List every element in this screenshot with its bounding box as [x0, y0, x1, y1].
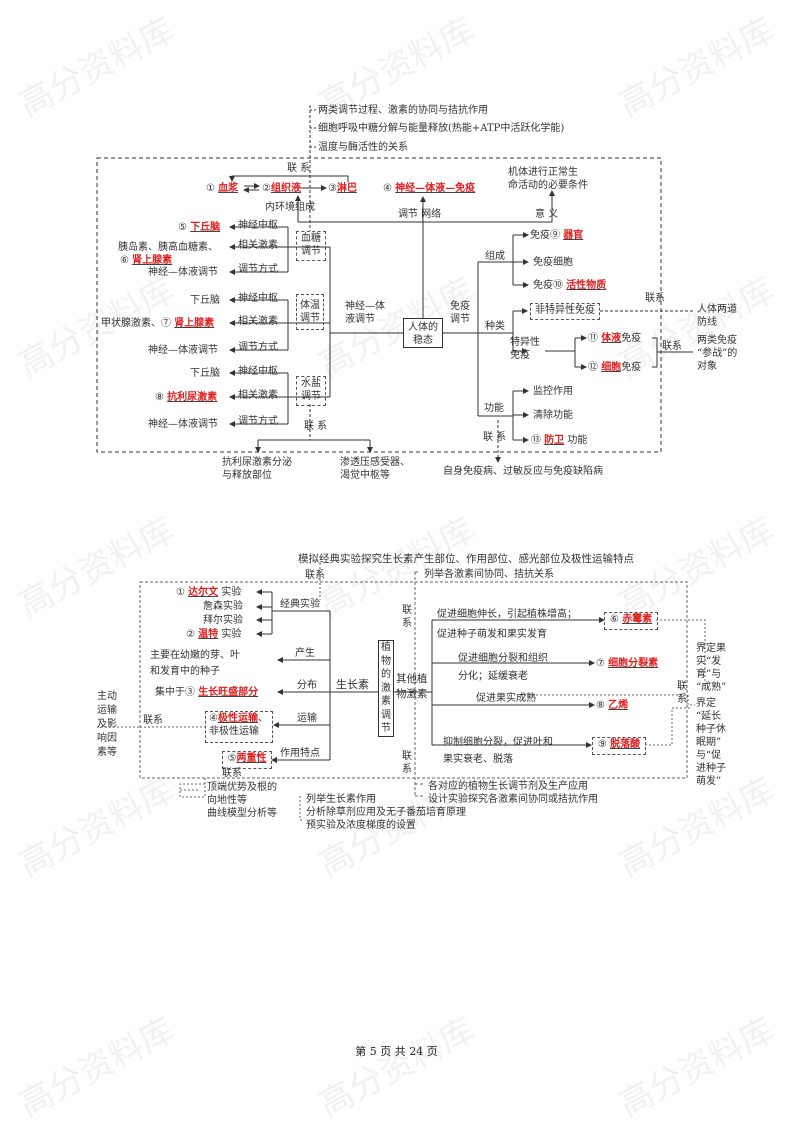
defense-lines: 人体两道 防线 [697, 304, 737, 328]
link-label: 联系 [305, 570, 325, 581]
classic-experiments-label: 经典实验 [280, 599, 320, 610]
network-label: 调节 网络 [398, 209, 442, 220]
adh-site: 抗利尿激素分泌 与释放部位 [222, 457, 292, 481]
bottom-left-note: 顶端优势及根的 向地性等 曲线模型分析等 [207, 782, 277, 819]
homeostasis-box: 人体的 稳态 [403, 318, 443, 348]
answer-11: ⑪ 体液免疫 [588, 333, 642, 344]
label-nerve-center: 神经中枢 [238, 293, 278, 304]
label-mode: 调节方式 [238, 264, 278, 275]
link-label: 联系 [143, 715, 163, 726]
answer-7: ⑦ 细胞分裂素 [596, 658, 659, 669]
answer-13: ⑬ 防卫 功能 [531, 435, 588, 446]
answer-6-box: ⑥ 赤霉素 [604, 612, 658, 630]
link-label: 联系 [402, 605, 412, 629]
bottom-mid-note: 列举生长素作用 分析除草剂应用及无子番茄培育原理 预实验及浓度梯度的设置 [306, 794, 466, 831]
link-label: 联 系 [304, 421, 328, 432]
meaning-label: 意 义 [535, 209, 559, 220]
define-seed: 界定 “延长 种子休 眠期” 与“促 进种子 萌发” [696, 698, 726, 787]
temperature-regulation-box: 体温 调节 [296, 294, 324, 330]
glucose-mode: 神经—体液调节 [148, 267, 218, 278]
cytokinin-text: 促进细胞分裂和组织 分化；延缓衰老 [458, 653, 548, 682]
immune-cells: 免疫细胞 [533, 257, 573, 268]
bottom-right-note: 各对应的植物生长调节剂及生产应用 设计实验探究各激素间协同或拮抗作用 [428, 781, 598, 805]
label-mode: 调节方式 [238, 416, 278, 427]
immune-diseases: 自身免疫病、过敏反应与免疫缺陷病 [443, 466, 603, 477]
answer-8: ⑧ 乙烯 [596, 700, 629, 711]
link-label: 联系 [402, 751, 412, 775]
nonspecific-immunity-box: 非特异性免疫 [530, 303, 600, 320]
answer-10: 免疫⑩ 活性物质 [533, 280, 607, 291]
link-label: 联 系 [483, 432, 507, 443]
immune-targets: 两类免疫 “参战”的 对象 [697, 335, 738, 372]
temp-center: 下丘脑 [190, 295, 220, 306]
specific-immunity: 特异性 免疫 [510, 337, 540, 361]
active-transport-note: 主动运输及影响因素等 [97, 691, 117, 758]
define-fruit: 界定果 实“发 育”与 “成熟” [696, 643, 727, 693]
feature-label: 作用特点 [280, 748, 320, 759]
answer-4-box: ④极性运输、 非极性运输 [205, 711, 273, 743]
produce-text: 主要在幼嫩的芽、叶 和发育中的种子 [150, 650, 240, 677]
paal-experiment: 拜尔实验 [203, 615, 243, 626]
answer-9-box: ⑨ 脱落酸 [592, 737, 646, 755]
answer-9: 免疫⑨ 器官 [530, 230, 584, 241]
answer-6: ⑥ 肾上腺素 [120, 255, 173, 266]
label-hormone: 相关激素 [238, 390, 278, 401]
link-label: 联系 [222, 768, 242, 779]
page-footer: 第 5 页 共 24 页 [355, 1045, 438, 1058]
glucose-hormones: 胰岛素、胰高血糖素、 [118, 242, 218, 253]
glucose-regulation-box: 血糖 调节 [296, 231, 326, 261]
env-composition-label: 内环境组成 [265, 202, 315, 213]
transport-label: 运输 [297, 713, 317, 724]
link-label: 联系 [662, 341, 682, 352]
water-mode: 神经—体液调节 [148, 419, 218, 430]
label-nerve-center: 神经中枢 [238, 366, 278, 377]
water-center: 下丘脑 [190, 368, 220, 379]
answer-2: ② 温特 实验 [186, 629, 242, 640]
answer-8: ⑧ 抗利尿激素 [155, 392, 218, 403]
temp-mode: 神经—体液调节 [148, 345, 218, 356]
link-label: 联系 [645, 293, 665, 304]
note-enzyme-temperature: 温度与酶活性的关系 [318, 142, 408, 153]
abscisic-acid-text: 抑制细胞分裂，促进叶和 果实衰老、脱落 [443, 737, 553, 765]
answer-4: ④ 神经—体液—免疫 [383, 183, 476, 194]
composition-label: 组成 [485, 251, 505, 262]
clear-function: 清除功能 [533, 410, 573, 421]
label-mode: 调节方式 [238, 342, 278, 353]
plant-hormone-regulation-box: 植物的激素调节 [378, 640, 394, 737]
note-hormone-synergy: 两类调节过程、激素的协同与拮抗作用 [318, 105, 488, 116]
label-hormone: 相关激素 [238, 240, 278, 251]
answer-5-box: ⑤两重性 [222, 751, 272, 769]
distribution-label: 分布 [297, 680, 317, 691]
answer-5: ⑤ 下丘脑 [178, 222, 221, 233]
map2-top-note: 模拟经典实验探究生长素产生部位、作用部位、感光部位及极性运输特点 [298, 553, 634, 565]
ethylene-text: 促进果实成熟 [476, 693, 536, 704]
functions-label: 功能 [484, 403, 504, 414]
immune-regulation-label: 免疫 调节 [450, 301, 470, 325]
answer-1: ① 血浆 [206, 183, 239, 194]
answer-3: 集中于③ 生长旺盛部分 [155, 687, 259, 698]
link-label: 联系 [677, 681, 687, 705]
answer-12: ⑫ 细胞免疫 [588, 362, 642, 373]
label-nerve-center: 神经中枢 [238, 220, 278, 231]
auxin-label: 生长素 [336, 678, 369, 691]
gibberellin-text: 促进细胞伸长，引起植株增高； 促进种子萌发和果实发育 [437, 609, 577, 640]
other-hormones-label: 其他植物激素 [396, 673, 428, 700]
types-label: 种类 [485, 321, 505, 332]
osmoreceptor: 渗透压感受器、 渴觉中枢等 [340, 457, 410, 481]
answer-2: ②组织液 [262, 183, 301, 194]
answer-3: ③淋巴 [328, 183, 357, 194]
neuro-humoral-label: 神经—体 液调节 [345, 301, 385, 325]
monitor-function: 监控作用 [533, 386, 573, 397]
answer-1: ① 达尔文 实验 [176, 587, 242, 598]
label-hormone: 相关激素 [238, 316, 278, 327]
list-relations: 列举各激素间协同、拮抗关系 [424, 569, 554, 580]
jensen-experiment: 詹森实验 [203, 601, 243, 612]
produce-label: 产生 [295, 648, 315, 659]
meaning-text: 机体进行正常生 命活动的必要条件 [508, 167, 588, 191]
water-salt-regulation-box: 水盐 调节 [296, 376, 326, 406]
link-label: 联 系 [287, 163, 311, 174]
note-respiration: 细胞呼吸中糖分解与能量释放(热能+ATP中活跃化学能) [318, 123, 565, 134]
answer-7: 甲状腺激素、⑦ 肾上腺素 [101, 318, 215, 329]
